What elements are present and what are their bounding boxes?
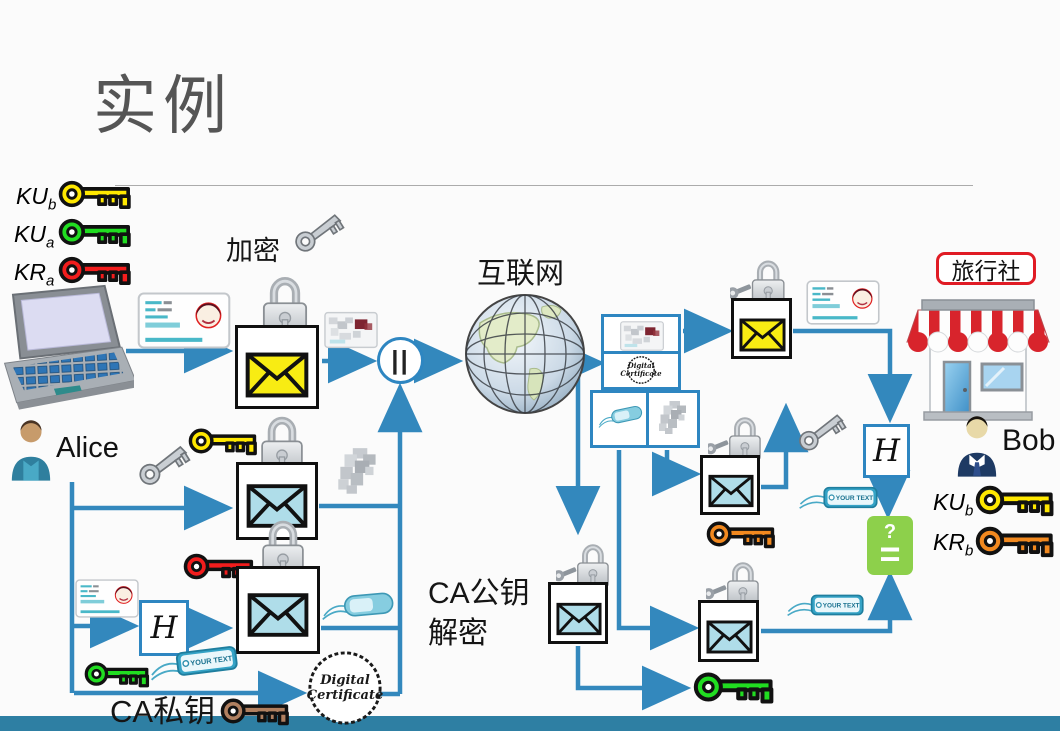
id-card-icon xyxy=(806,280,880,325)
green-key-icon xyxy=(693,666,777,708)
received-bundle-box: Digital Certificate xyxy=(601,314,681,390)
yellow-key-icon xyxy=(58,176,134,212)
your-text-tag-icon: YOUR TEXT xyxy=(787,594,864,617)
orange-key-icon xyxy=(706,516,778,552)
encrypted-message-box xyxy=(235,325,319,409)
legend-ku-b: KUb xyxy=(16,183,57,214)
encrypted-key-icon xyxy=(653,396,695,442)
yellow-key-icon xyxy=(188,424,260,458)
id-card-icon xyxy=(75,579,139,618)
encrypted-message-box xyxy=(700,455,760,515)
blue-envelope-icon xyxy=(706,618,753,656)
digital-certificate-stamp: Digital Certificate xyxy=(619,355,663,385)
alice-avatar xyxy=(11,420,51,481)
encrypted-message-box xyxy=(731,298,792,359)
blue-envelope-icon xyxy=(247,590,309,640)
legend-ku-a: KUa xyxy=(14,221,55,252)
certificate-text: Digital Certificate xyxy=(620,360,662,378)
encrypted-message-box xyxy=(548,582,608,644)
orange-key-icon xyxy=(975,521,1057,561)
store-icon xyxy=(906,299,1050,421)
travel-agency-badge: 旅行社 xyxy=(936,252,1036,285)
laptop-icon xyxy=(3,284,134,410)
digital-certificate-stamp: Digital Certificate xyxy=(306,648,384,728)
encrypted-message-box xyxy=(698,600,759,662)
bob-avatar xyxy=(957,416,997,477)
signature-tag-icon xyxy=(594,398,646,433)
blue-envelope-icon xyxy=(556,600,602,638)
encrypt-label: 加密 xyxy=(226,236,280,266)
legend-kr-b-right: KRb xyxy=(933,529,974,560)
grid-divider xyxy=(604,351,678,354)
title-divider xyxy=(115,185,973,186)
green-key-icon xyxy=(58,214,134,250)
your-text-tag-icon: YOUR TEXT xyxy=(799,486,878,509)
ca-public-decrypt-label: CA公钥 解密 xyxy=(428,577,530,650)
svg-text:YOUR TEXT: YOUR TEXT xyxy=(823,602,860,609)
brown-key-icon xyxy=(220,694,292,728)
ca-private-key-label: CA私钥 xyxy=(110,694,216,729)
certificate-text: Digital Certificate xyxy=(306,673,384,703)
encrypted-card-icon xyxy=(613,321,671,351)
svg-text:YOUR TEXT: YOUR TEXT xyxy=(836,495,873,502)
yellow-envelope-icon xyxy=(245,350,309,400)
concatenation-node: || xyxy=(377,337,424,384)
id-card-icon xyxy=(137,292,231,349)
hash-function-box: H xyxy=(139,600,189,656)
compare-equals-box: ? = xyxy=(867,516,913,575)
yellow-key-icon xyxy=(975,481,1057,519)
internet-label: 互联网 xyxy=(477,258,565,290)
hash-function-box: H xyxy=(863,424,910,478)
legend-kr-a: KRa xyxy=(14,259,55,290)
yellow-envelope-icon xyxy=(739,316,786,354)
your-text-tag-icon: YOUR TEXT xyxy=(151,646,238,681)
encrypted-message-box xyxy=(236,566,320,654)
slide-title: 实例 xyxy=(93,70,233,144)
globe-icon xyxy=(465,294,585,414)
bob-label: Bob xyxy=(1002,424,1056,457)
legend-ku-b-right: KUb xyxy=(933,489,974,520)
received-bundle-box-2 xyxy=(590,390,700,448)
alice-label: Alice xyxy=(56,432,119,464)
encrypted-card-icon xyxy=(324,311,378,349)
red-key-icon xyxy=(58,252,134,288)
blue-envelope-icon xyxy=(708,472,754,510)
signature-tag-icon xyxy=(319,585,398,626)
encrypted-key-icon xyxy=(330,446,388,500)
grid-divider xyxy=(646,393,649,445)
